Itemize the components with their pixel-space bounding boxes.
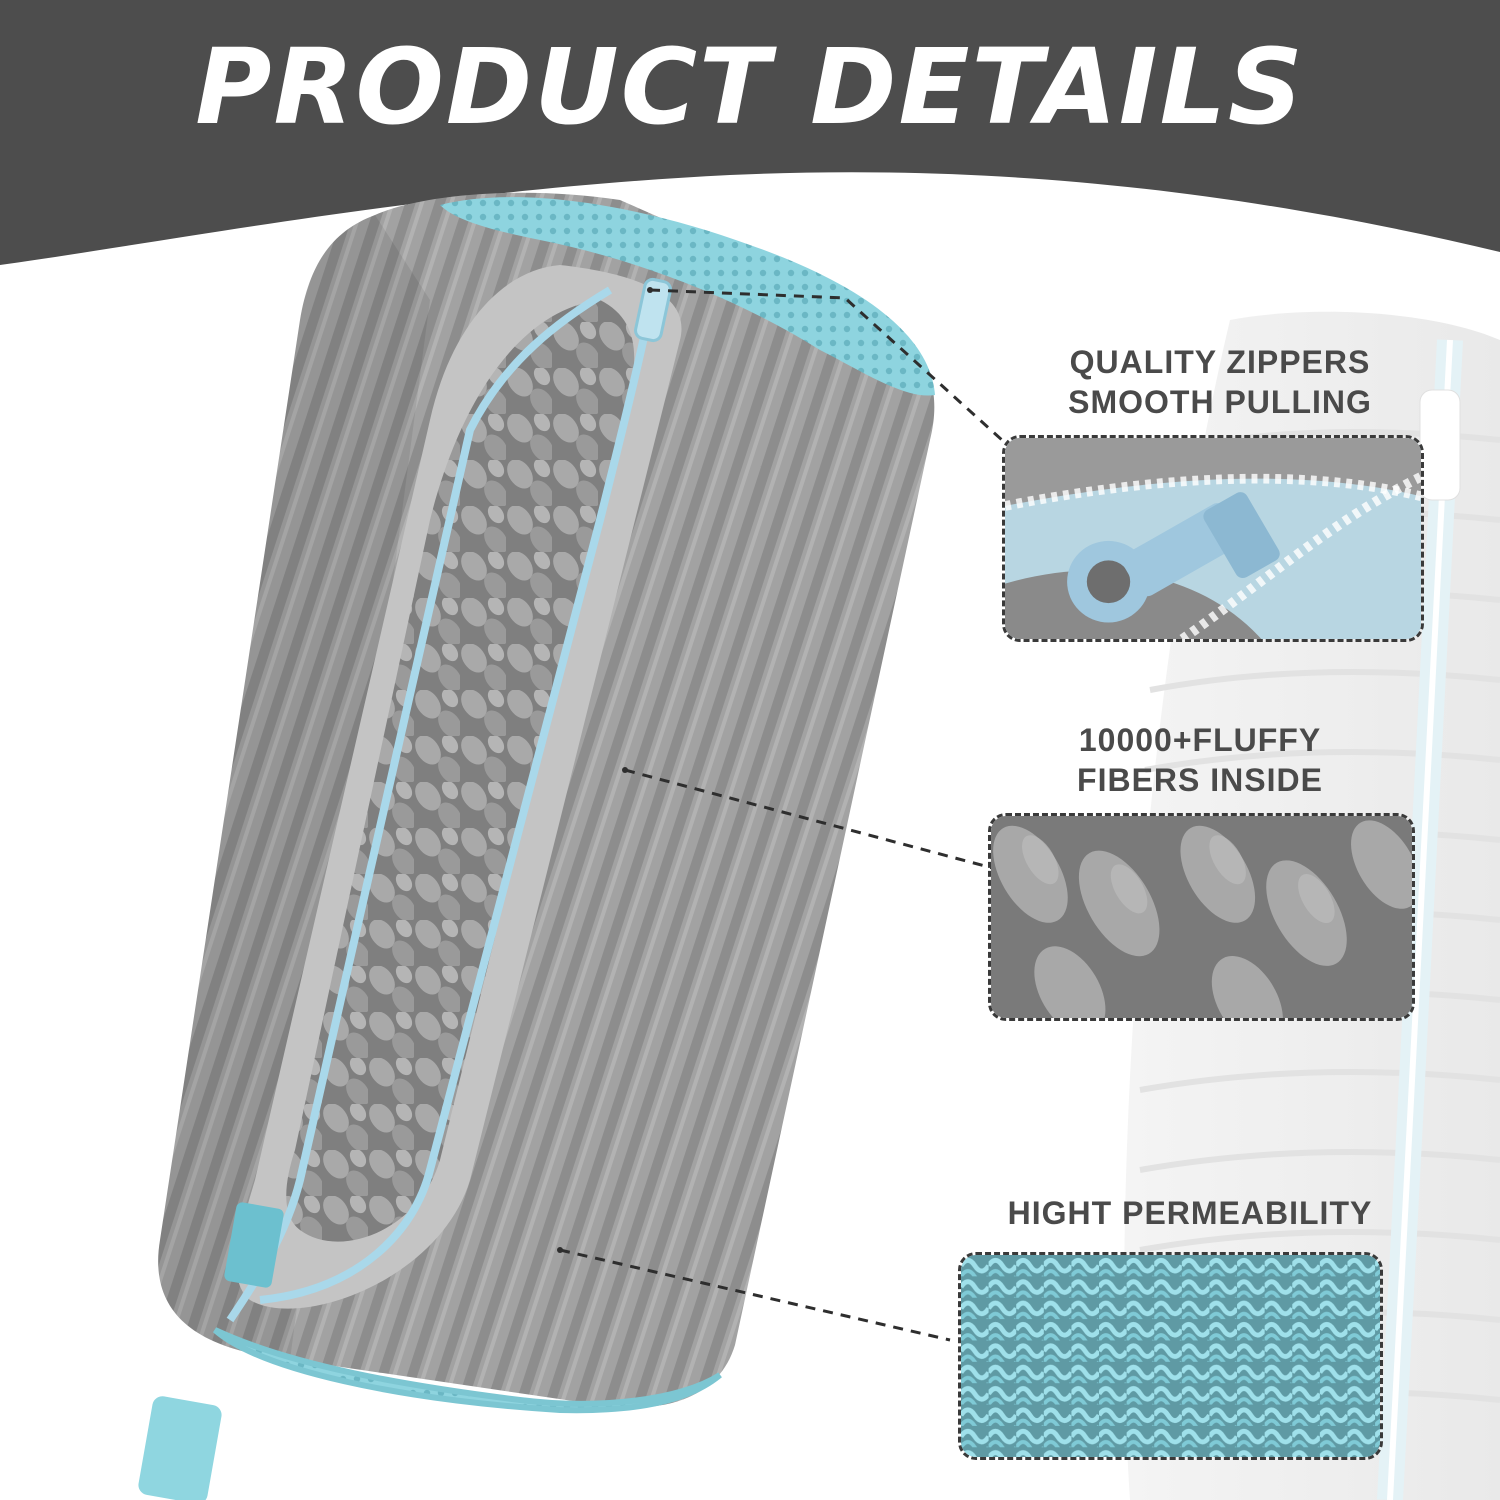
feature-label-line1: HIGHT PERMEABILITY [1007,1195,1373,1231]
feature-label-mesh: HIGHT PERMEABILITY [980,1193,1400,1233]
feature-label-fibers: 10000+FLUFFY FIBERS INSIDE [1010,720,1390,800]
feature-label-line2: SMOOTH PULLING [1068,384,1372,420]
feature-panel-mesh [958,1252,1383,1460]
fibers-icon [991,816,1412,1018]
feature-panel-zippers [1002,435,1424,642]
feature-label-zippers: QUALITY ZIPPERS SMOOTH PULLING [1030,342,1410,422]
feature-label-line2: FIBERS INSIDE [1077,762,1323,798]
feature-label-line1: 10000+FLUFFY [1078,722,1322,758]
header-band [0,0,1500,265]
mesh-icon [961,1255,1380,1457]
feature-panel-fibers [988,813,1415,1021]
page-title: PRODUCT DETAILS [195,26,1305,148]
zipper-icon [1005,438,1421,639]
feature-label-line1: QUALITY ZIPPERS [1069,344,1371,380]
